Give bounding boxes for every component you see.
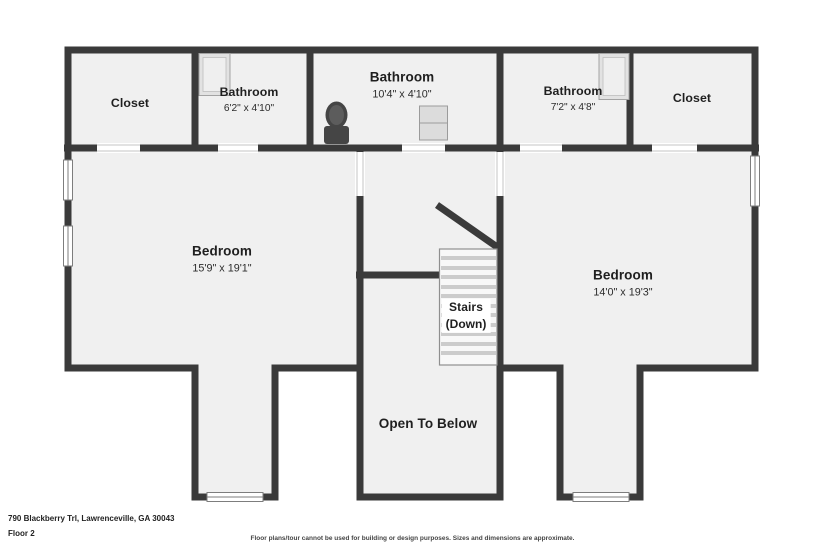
room-label-bathroom-right: Bathroom 7'2" x 4'8" <box>544 84 603 114</box>
room-name: Closet <box>110 96 150 111</box>
room-name: Open To Below <box>378 416 478 432</box>
shower-left-icon <box>198 53 231 96</box>
room-label-closet-right: Closet <box>673 91 711 107</box>
toilet-icon <box>324 101 349 144</box>
room-label-bedroom-right: Bedroom 14'0" x 19'3" <box>593 267 653 300</box>
stairs-name: Stairs <box>449 299 483 314</box>
room-dimensions: 6'2" x 4'10" <box>223 102 275 114</box>
room-dimensions: 15'9" x 19'1" <box>192 262 252 275</box>
outer-walls <box>64 46 759 501</box>
room-name: Bedroom <box>192 243 252 259</box>
shower-right-icon <box>598 53 630 100</box>
room-name: Bathroom <box>369 69 435 85</box>
disclaimer-text: Floor plans/tour cannot be used for buil… <box>250 535 575 542</box>
open-to-below-label: Open To Below <box>379 415 478 433</box>
room-label-bedroom-left: Bedroom 15'9" x 19'1" <box>192 243 252 276</box>
room-dimensions: 10'4" x 4'10" <box>372 88 432 101</box>
stairs-label: Stairs (Down) <box>441 298 491 334</box>
door-openings <box>97 143 697 196</box>
room-dimensions: 14'0" x 19'3" <box>593 286 653 299</box>
room-label-bathroom-left: Bathroom 6'2" x 4'10" <box>220 85 279 115</box>
windows <box>63 155 760 502</box>
floor-number-label: Floor 2 <box>8 529 35 538</box>
room-name: Bedroom <box>593 267 653 283</box>
room-name: Bathroom <box>543 83 603 98</box>
address-text: 790 Blackberry Trl, Lawrenceville, GA 30… <box>8 514 175 523</box>
sink-vanity-icon <box>419 105 448 141</box>
room-name: Closet <box>672 91 712 106</box>
stairs-direction: (Down) <box>445 316 487 331</box>
room-label-closet-left: Closet <box>111 96 149 112</box>
room-name: Bathroom <box>219 84 279 99</box>
room-label-bathroom-center: Bathroom 10'4" x 4'10" <box>370 69 435 102</box>
room-dimensions: 7'2" x 4'8" <box>550 101 596 113</box>
